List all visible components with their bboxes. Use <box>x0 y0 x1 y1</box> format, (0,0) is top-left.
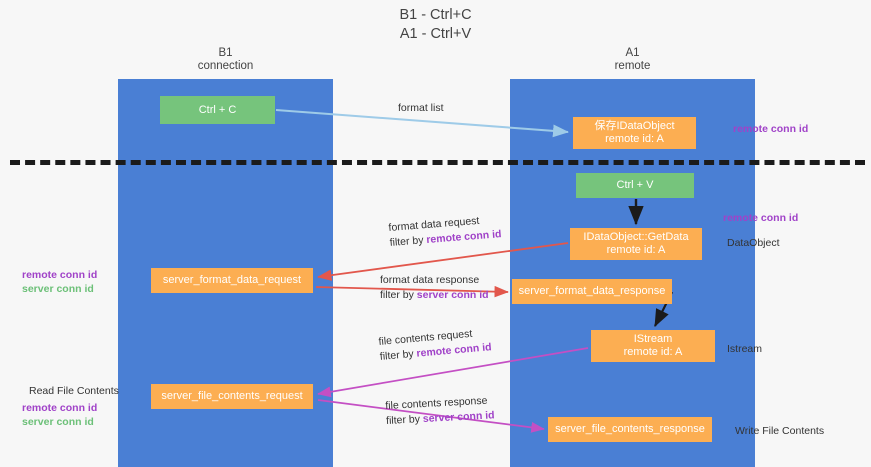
edge-label-fcreq-filter-prefix: filter by <box>379 347 418 363</box>
box-idataobject-line1: 保存IDataObject <box>594 120 675 132</box>
box-ctrl-c-label: Ctrl + C <box>198 103 237 116</box>
side-label-left-conn-ids-bottom: remote conn id server conn id <box>22 401 97 429</box>
dashed-divider <box>10 160 865 165</box>
side-label-left-remote-conn-id-1: remote conn id <box>22 269 98 281</box>
edge-label-fcres-filter-prefix: filter by <box>385 413 424 427</box>
side-label-remote-conn-id-mid: remote conn id <box>723 212 799 224</box>
box-istream[interactable]: IStream remote id: A <box>591 330 715 362</box>
side-label-dataobject: DataObject <box>727 237 780 249</box>
box-server-format-data-response-label: server_format_data_response <box>518 285 666 297</box>
side-label-read-file-contents: Read File Contents <box>29 385 119 397</box>
side-label-left-conn-ids-top: remote conn id server conn id <box>22 268 97 296</box>
edge-label-format-data-request: format data request filter by remote con… <box>388 212 502 251</box>
edge-label-format-list: format list <box>398 101 444 116</box>
title-line-1: B1 - Ctrl+C <box>399 7 472 23</box>
box-idataobject-getdata[interactable]: IDataObject::GetData remote id: A <box>570 228 702 260</box>
box-getdata-line1: IDataObject::GetData <box>583 231 689 243</box>
side-label-remote-conn-id-top: remote conn id <box>733 123 809 135</box>
lane-a1-role: remote <box>614 60 651 72</box>
edge-label-fdreq-filter-prefix: filter by <box>389 234 427 249</box>
box-server-format-data-request[interactable]: server_format_data_request <box>151 268 313 293</box>
box-idataobject-line2: remote id: A <box>605 133 664 145</box>
edge-label-fdres-filter-prefix: filter by <box>380 289 417 301</box>
edge-label-fdres-line1: format data response <box>380 274 480 286</box>
edge-label-file-contents-response: file contents response filter by server … <box>385 393 495 429</box>
lane-b1-role: connection <box>197 60 254 72</box>
box-server-file-contents-response-label: server_file_contents_response <box>555 423 705 435</box>
lane-a1-name: A1 <box>625 47 640 59</box>
title-line-2: A1 - Ctrl+V <box>399 26 472 42</box>
box-idataobject[interactable]: 保存IDataObject remote id: A <box>573 117 696 149</box>
box-server-file-contents-request[interactable]: server_file_contents_request <box>151 384 313 409</box>
box-server-format-data-request-label: server_format_data_request <box>162 274 302 286</box>
box-ctrl-v[interactable]: Ctrl + V <box>576 173 694 198</box>
lane-b1-name: B1 <box>218 47 233 59</box>
lane-header-a1: A1 remote <box>510 47 755 73</box>
box-ctrl-c[interactable]: Ctrl + C <box>160 96 275 124</box>
side-label-left-remote-conn-id-2: remote conn id <box>22 402 98 414</box>
side-label-istream: Istream <box>727 343 763 355</box>
edge-label-fcres-filter-key: server conn id <box>422 409 495 426</box>
box-istream-line2: remote id: A <box>623 346 683 358</box>
box-server-file-contents-response[interactable]: server_file_contents_response <box>548 417 712 442</box>
side-label-write-file-contents: Write File Contents <box>735 425 825 437</box>
box-getdata-line2: remote id: A <box>606 244 666 256</box>
side-label-left-server-conn-id-2: server conn id <box>22 416 94 428</box>
box-ctrl-v-label: Ctrl + V <box>616 179 654 191</box>
edge-label-format-data-response: format data response filter by server co… <box>380 273 489 303</box>
edge-label-fdres-filter-key: server conn id <box>416 289 489 301</box>
box-server-format-data-response[interactable]: server_format_data_response <box>512 279 672 304</box>
diagram-title: B1 - Ctrl+C A1 - Ctrl+V <box>0 6 871 44</box>
edge-label-file-contents-request: file contents request filter by remote c… <box>378 325 492 365</box>
lane-header-b1: B1 connection <box>118 47 333 73</box>
box-server-file-contents-request-label: server_file_contents_request <box>161 390 303 402</box>
edge-label-format-list-text: format list <box>398 102 444 114</box>
box-istream-line1: IStream <box>633 333 673 345</box>
side-label-left-server-conn-id-1: server conn id <box>22 283 94 295</box>
